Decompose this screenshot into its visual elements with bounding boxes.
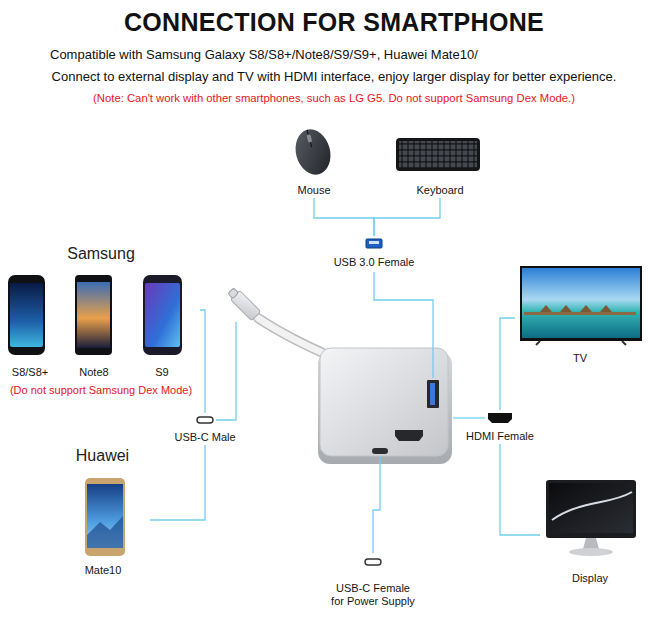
usb-c-male-icon [197, 417, 213, 423]
usb-a-icon [366, 239, 382, 248]
monitor-icon [583, 538, 599, 549]
usb-a-icon [369, 241, 379, 244]
monitor-icon [546, 480, 636, 538]
monitor-icon [546, 480, 636, 556]
mouse-icon [291, 125, 336, 178]
item-label: Keyboard [415, 184, 464, 198]
phone-mate10 [87, 484, 123, 548]
usb-c-hub [228, 288, 239, 299]
hdmi-icon [488, 413, 512, 423]
usb-a-icon [366, 239, 382, 248]
port-label: USB-C Male [170, 413, 240, 445]
phone-item: S9 [134, 272, 190, 380]
item-label: S8/S8+ [11, 366, 49, 380]
item-label: TV [572, 352, 588, 366]
tv-icon [522, 268, 640, 338]
leader-line [374, 272, 433, 378]
keyboard-item: Keyboard [392, 124, 488, 198]
phone-note8 [77, 282, 110, 348]
warning-note: (Do not support Samsung Dex Mode) [9, 384, 193, 398]
tv-icon [520, 266, 642, 341]
intro-text: Connect to external display and TV with … [52, 69, 617, 85]
connector-line [150, 445, 205, 520]
port-label: HDMI Female [462, 410, 538, 444]
warning-note: (Note: Can't work with other smartphones… [93, 92, 575, 106]
hdmi-icon [488, 413, 512, 423]
page-title: CONNECTION FOR SMARTPHONE [124, 8, 544, 37]
group-heading: Huawei [75, 446, 130, 465]
item-label: USB-C Male [173, 431, 236, 445]
mouse-item: Mouse [284, 124, 344, 198]
usb-c-hub [395, 430, 423, 441]
connector-line [500, 444, 540, 535]
usb-c-hub [226, 286, 261, 321]
item-label: Note8 [78, 366, 109, 380]
phone-s9 [145, 283, 180, 347]
mouse-icon [306, 134, 312, 143]
usb-c-hub [430, 383, 435, 405]
monitor-icon [569, 548, 613, 556]
phone-s8 [10, 283, 43, 347]
leader-line [216, 322, 236, 420]
group-heading: Samsung [66, 244, 136, 263]
item-label: S9 [154, 366, 169, 380]
item-label: Mate10 [84, 564, 123, 578]
display-item: TV [515, 262, 645, 366]
keyboard-icon [396, 138, 480, 171]
monitor-icon [552, 492, 632, 520]
port-label: USB 3.0 Female [326, 236, 422, 270]
phone-note8 [75, 275, 112, 355]
mouse-icon [291, 125, 336, 178]
display-item: Display [540, 476, 640, 586]
tv-icon [520, 266, 642, 345]
phone-item: Note8 [66, 272, 122, 380]
phone-s8 [8, 275, 45, 355]
phone-group: Samsung (Do not support Samsung Dex Mode)… [2, 244, 200, 398]
phone-s9 [143, 275, 182, 355]
keyboard-icon [396, 138, 480, 171]
phone-note8 [75, 275, 112, 355]
phone-item: S8/S8+ [2, 272, 58, 380]
connector-line [500, 318, 515, 410]
phone-mate10 [85, 478, 125, 556]
item-label: USB 3.0 Female [333, 256, 416, 270]
connector-line [200, 310, 205, 413]
usb-c-hub [372, 448, 388, 454]
usb-c-male-icon [197, 417, 213, 423]
intro-text: Compatible with Samsung Galaxy S8/S8+/No… [50, 47, 478, 63]
usb-c-hub [226, 286, 452, 464]
phone-s8 [8, 275, 45, 355]
tv-icon [524, 312, 636, 315]
keyboard-icon [399, 141, 477, 168]
phone-s9 [143, 275, 182, 355]
leader-line [453, 417, 485, 418]
mouse-icon [307, 130, 312, 147]
leader-line [216, 272, 485, 553]
item-label: USB-C Female for Power Supply [329, 582, 418, 610]
tv-icon [536, 341, 626, 345]
connector-group [150, 198, 540, 535]
tv-icon [540, 305, 612, 312]
phone-group: HuaweiMate10 [55, 446, 150, 580]
usb-c-female-icon [365, 559, 381, 565]
usb-c-hub [427, 380, 439, 408]
item-label: Display [571, 572, 609, 586]
monitor-icon [549, 483, 633, 533]
port-label: USB-C Female for Power Supply [322, 555, 424, 609]
leader-line [373, 456, 380, 553]
connector-line [374, 198, 440, 236]
phone-item: Mate10 [62, 474, 144, 578]
mouse-icon [291, 125, 336, 178]
usb-c-female-icon [365, 559, 381, 565]
phone-mate10 [85, 478, 125, 556]
phone-mate10 [87, 516, 123, 548]
item-label: Mouse [296, 184, 331, 198]
item-label: HDMI Female [465, 430, 535, 444]
connector-line [314, 198, 374, 236]
usb-c-hub [320, 348, 448, 456]
